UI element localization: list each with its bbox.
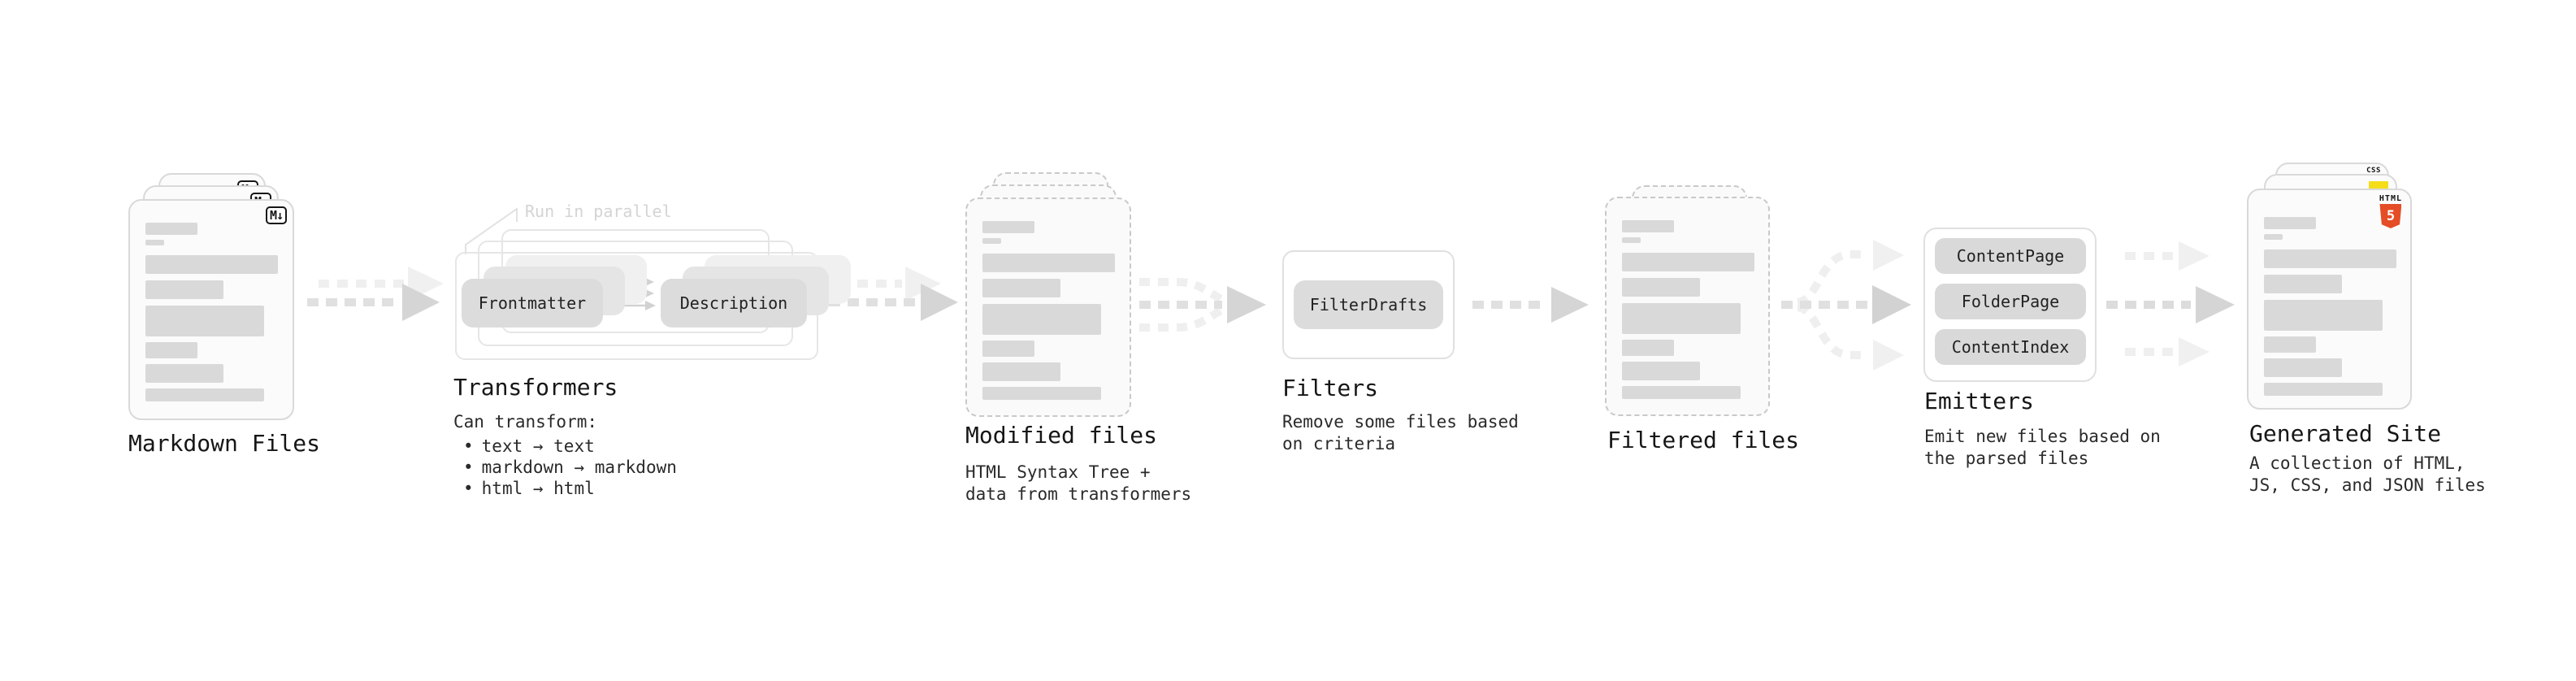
run-in-parallel-leader-line [465,207,518,254]
arrow-markdown-to-transformers [307,267,444,321]
arrow-transformers-to-modified [829,267,958,321]
arrow-emitters-to-site [2106,241,2235,367]
arrow-filters-to-filtered [1472,287,1589,323]
frontmatter-to-description-arrows [608,277,656,310]
arrow-filtered-to-emitters-fan-out [1781,240,1911,371]
arrow-modified-to-filters-fan-in [1139,278,1266,332]
